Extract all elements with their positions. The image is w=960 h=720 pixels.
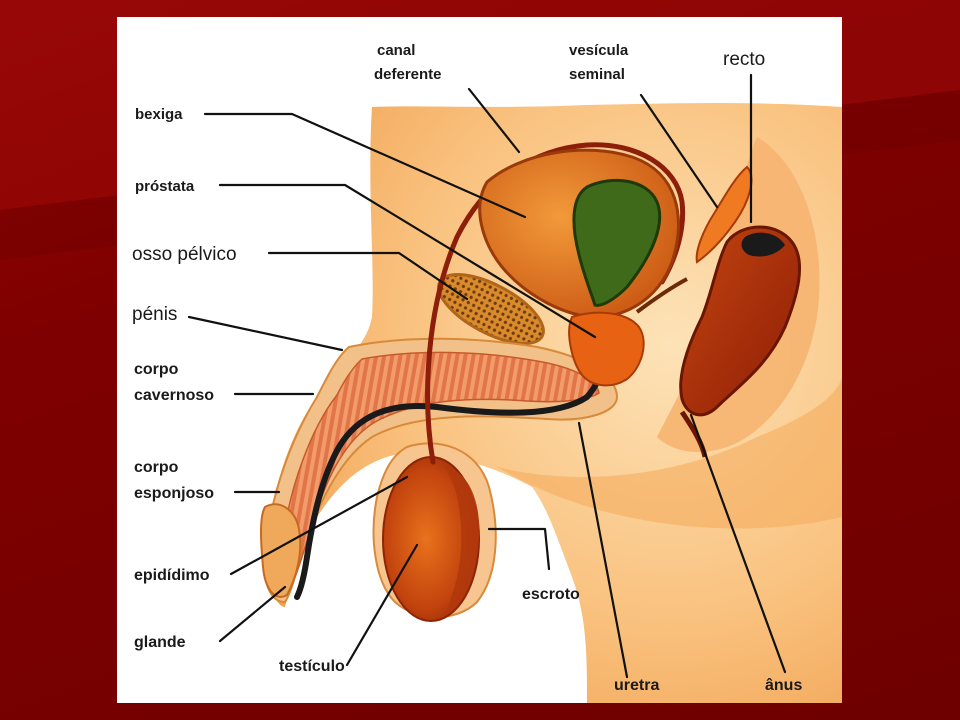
label-bexiga: bexiga: [135, 106, 183, 123]
leader-canal-deferente: [467, 87, 521, 154]
thigh-shadow: [497, 377, 842, 529]
vas-deferens: [425, 142, 686, 465]
urethra: [294, 314, 611, 600]
label-osso-pelvico: osso pélvico: [132, 244, 237, 265]
label-canal-deferente-1: canal: [377, 42, 415, 59]
label-corpo-cavernoso-2: cavernoso: [134, 387, 214, 404]
leader-testiculo: [345, 543, 419, 667]
label-corpo-esponjoso-1: corpo: [134, 459, 179, 476]
glans: [260, 503, 302, 598]
label-anus: ânus: [765, 677, 802, 694]
leader-glande: [218, 585, 287, 643]
label-epididimo: epidídimo: [134, 567, 210, 584]
label-penis: pénis: [132, 304, 177, 325]
label-prostata: próstata: [135, 178, 195, 195]
leader-vesicula-seminal: [639, 93, 719, 209]
label-escroto: escroto: [522, 586, 580, 603]
leader-anus: [689, 413, 787, 674]
prostate: [568, 311, 645, 387]
leader-epididimo: [229, 475, 409, 576]
seminal-vesicle: [695, 165, 753, 264]
label-glande: glande: [134, 634, 186, 651]
label-vesicula-seminal-2: seminal: [569, 66, 625, 83]
anatomy-diagram: canal deferente vesícula seminal recto b…: [132, 42, 842, 703]
anatomy-figure: canal deferente vesícula seminal recto b…: [117, 17, 842, 703]
label-testiculo: testículo: [279, 658, 345, 675]
leader-prostata: [218, 183, 597, 339]
leader-bexiga: [203, 112, 527, 219]
leader-escroto: [487, 527, 551, 571]
label-uretra: uretra: [614, 677, 659, 694]
label-vesicula-seminal-1: vesícula: [569, 42, 629, 59]
label-corpo-esponjoso-2: esponjoso: [134, 485, 214, 502]
rectum-lumen: [741, 232, 785, 257]
leader-uretra: [577, 421, 629, 679]
bladder-lumen: [572, 178, 662, 307]
label-recto: recto: [723, 49, 765, 70]
leader-penis: [187, 315, 344, 352]
label-canal-deferente-2: deferente: [374, 66, 442, 83]
label-corpo-cavernoso-1: corpo: [134, 361, 179, 378]
rectum: [679, 225, 801, 417]
corpus-cavernosum: [281, 351, 600, 584]
ejaculatory-duct: [635, 277, 688, 314]
leader-lines: [187, 73, 787, 679]
epididymis: [443, 465, 480, 617]
leader-osso-pelvico: [267, 251, 469, 301]
